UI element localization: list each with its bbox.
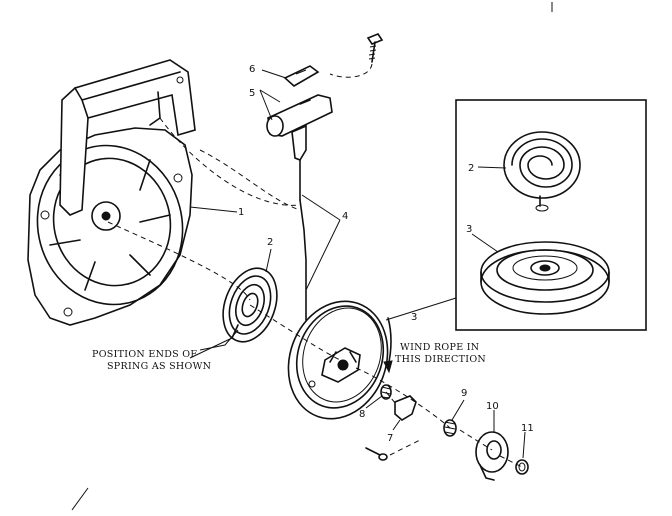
note-wind-line1: WIND ROPE IN bbox=[400, 342, 479, 353]
handle-insert bbox=[283, 65, 320, 87]
mounting-screw bbox=[366, 33, 384, 63]
note-position-line1: POSITION ENDS OF bbox=[92, 349, 197, 360]
retainer-screw bbox=[515, 459, 529, 475]
callout-spring-left: 2 bbox=[267, 237, 273, 248]
starter-rope bbox=[299, 199, 307, 321]
callout-handle: 5 bbox=[249, 88, 255, 99]
callout-pulley-inset: 3 bbox=[466, 224, 472, 235]
pawl bbox=[392, 395, 417, 431]
starter-handle bbox=[266, 94, 333, 201]
callout-housing: 1 bbox=[238, 207, 244, 218]
callout-retainer: 10 bbox=[486, 401, 499, 412]
callout-pawl: 7 bbox=[387, 433, 393, 444]
rope-pulley bbox=[287, 300, 389, 420]
note-position-line2: SPRING AS SHOWN bbox=[107, 361, 211, 372]
callout-rope: 4 bbox=[342, 211, 348, 222]
callout-spring-inset: 2 bbox=[468, 163, 474, 174]
inset-detail-box bbox=[455, 99, 647, 331]
callout-washer: 9 bbox=[461, 388, 467, 399]
wind-direction-arrow bbox=[387, 317, 392, 367]
note-wind-line2: THIS DIRECTION bbox=[395, 354, 486, 365]
starter-housing bbox=[27, 59, 196, 326]
callout-pawl-spring: 8 bbox=[359, 409, 365, 420]
retainer bbox=[475, 431, 509, 481]
callout-insert: 6 bbox=[249, 64, 255, 75]
callout-pulley-main: 3 bbox=[411, 312, 417, 323]
scan-artifact-line bbox=[71, 487, 89, 511]
rope-end bbox=[365, 447, 388, 461]
callout-screw: 11 bbox=[521, 423, 534, 434]
